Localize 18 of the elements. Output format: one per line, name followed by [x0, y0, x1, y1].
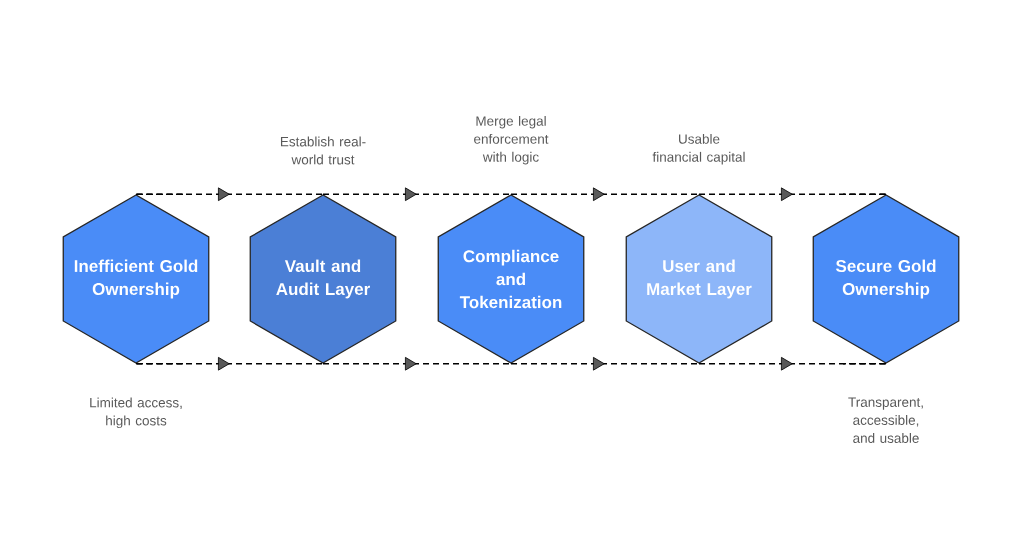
dashed-arrow — [510, 356, 700, 371]
dashed-arrow — [322, 187, 512, 202]
caption-text: Merge legal enforcement with logic — [474, 115, 549, 165]
hexagon: User and Market Layer — [625, 194, 773, 364]
caption-text: Limited access, high costs — [90, 397, 182, 429]
hexagon: Secure Gold Ownership — [812, 194, 960, 364]
caption-text: Establish real-world trust — [281, 136, 366, 165]
hexagon: Vault and Audit Layer — [249, 194, 397, 364]
caption-text: Usable financial capital — [652, 133, 745, 165]
dashed-arrow — [135, 356, 324, 371]
hexagon: Compliance and Tokenization — [437, 194, 585, 364]
dashed-arrow — [135, 187, 324, 202]
caption-text: Transparent, accessible, and usable — [848, 397, 923, 443]
dashed-arrow — [698, 187, 887, 202]
dashed-arrow — [510, 187, 700, 202]
dashed-arrow — [698, 356, 887, 371]
hexagon: Inefficient Gold Ownership — [62, 194, 210, 364]
dashed-arrow — [322, 356, 512, 371]
